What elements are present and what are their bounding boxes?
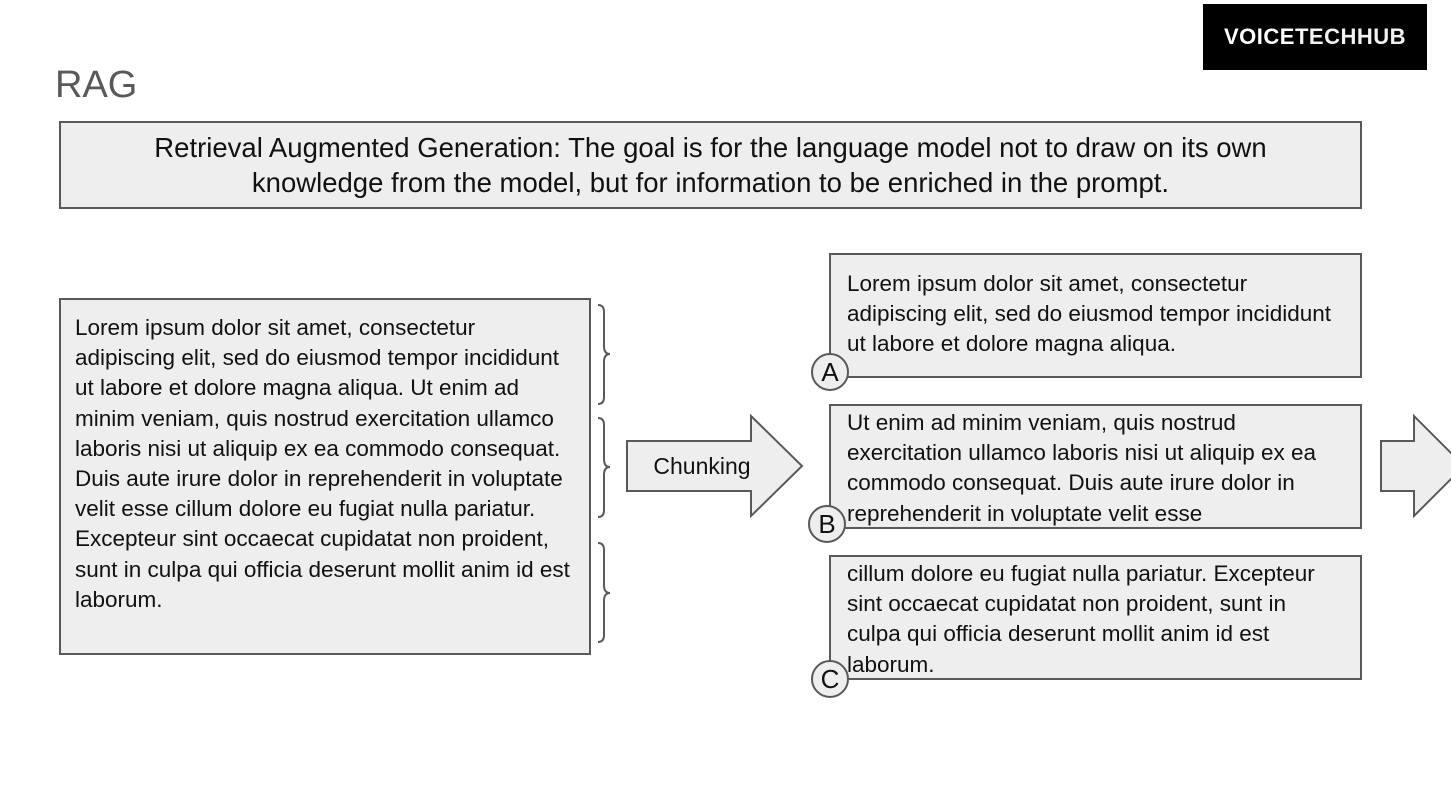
definition-banner: Retrieval Augmented Generation: The goal…: [59, 121, 1362, 209]
next-step-arrow: [1380, 413, 1451, 519]
chunk-label-a: A: [811, 353, 849, 391]
chunk-label-b: B: [808, 505, 846, 543]
brace-chunk-c: [597, 542, 611, 643]
brace-chunk-b: [597, 417, 611, 518]
logo-rest-text: TECHHUB: [1294, 24, 1407, 49]
definition-text: Retrieval Augmented Generation: The goal…: [154, 132, 1267, 198]
source-document-box: Lorem ipsum dolor sit amet, consectetur …: [59, 298, 591, 655]
chunk-box-b: Ut enim ad minim veniam, quis nostrud ex…: [829, 404, 1362, 529]
chunk-box-a: Lorem ipsum dolor sit amet, consectetur …: [829, 253, 1362, 378]
brace-chunk-a: [597, 304, 611, 405]
chunk-box-c: cillum dolore eu fugiat nulla pariatur. …: [829, 555, 1362, 680]
chunk-label-c: C: [811, 660, 849, 698]
slide-title: RAG: [55, 64, 138, 106]
chunking-arrow-label: Chunking: [653, 453, 751, 479]
logo-bold-text: VOICE: [1223, 24, 1295, 49]
chunking-arrow: [626, 413, 804, 519]
